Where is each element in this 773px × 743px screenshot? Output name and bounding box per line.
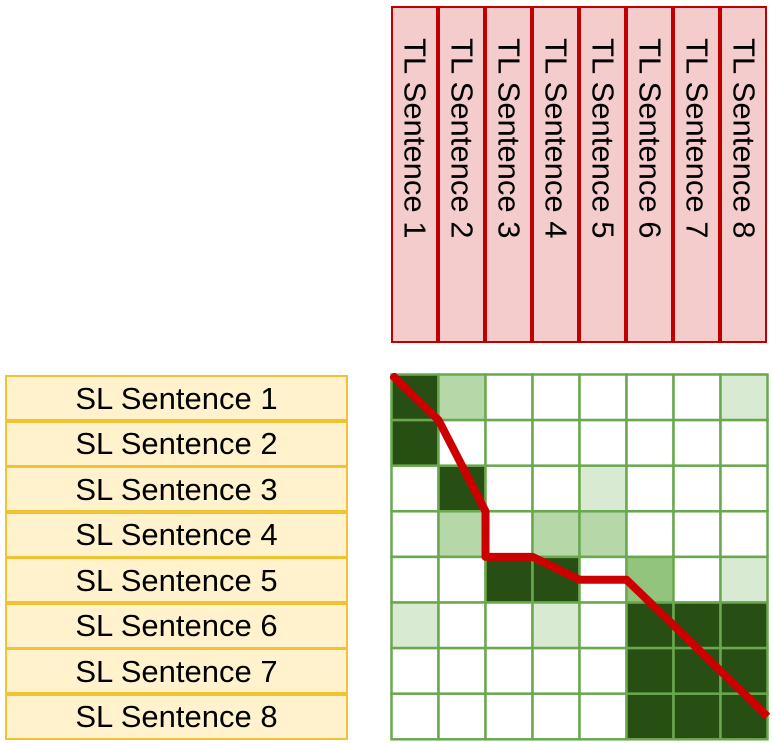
matrix-cell-r8-c2 (437, 692, 487, 741)
matrix-cell-r4-c8 (719, 510, 769, 559)
alignment-path (390, 373, 770, 720)
matrix-cell-r5-c8 (719, 555, 769, 604)
sl-label-4: SL Sentence 4 (5, 511, 348, 558)
tl-header-label: TL Sentence 1 (397, 38, 432, 239)
matrix-cell-r3-c6 (625, 464, 675, 513)
matrix-cell-r1-c5 (578, 373, 628, 422)
matrix-cell-r4-c6 (625, 510, 675, 559)
matrix-cell-r2-c8 (719, 418, 769, 467)
tl-header-2: TL Sentence 2 (438, 6, 485, 343)
tl-header-8: TL Sentence 8 (720, 6, 767, 343)
tl-header-5: TL Sentence 5 (579, 6, 626, 343)
matrix-cell-r5-c1 (390, 555, 440, 604)
matrix-cell-r6-c5 (578, 601, 628, 650)
matrix-cell-r7-c3 (484, 646, 534, 695)
matrix-cell-r1-c7 (672, 373, 722, 422)
matrix-cell-r6-c6 (625, 601, 675, 650)
tl-header-label: TL Sentence 5 (585, 38, 620, 239)
sl-label-1: SL Sentence 1 (5, 375, 348, 421)
matrix-cell-r5-c2 (437, 555, 487, 604)
matrix-cell-r4-c5 (578, 510, 628, 559)
tl-header-label: TL Sentence 6 (632, 38, 667, 239)
matrix-cell-r4-c4 (531, 510, 581, 559)
tl-sentence-headers: TL Sentence 1 TL Sentence 2 TL Sentence 3 T… (391, 6, 767, 343)
matrix-cell-r3-c5 (578, 464, 628, 513)
sl-label-8: SL Sentence 8 (5, 693, 348, 740)
matrix-cell-r8-c6 (625, 692, 675, 741)
tl-header-label: TL Sentence 2 (444, 38, 479, 239)
alignment-matrix (390, 373, 770, 741)
tl-header-label: TL Sentence 7 (679, 38, 714, 239)
matrix-cell-r7-c5 (578, 646, 628, 695)
matrix-cell-r8-c8 (719, 692, 769, 741)
matrix-cell-r3-c3 (484, 464, 534, 513)
tl-header-label: TL Sentence 8 (726, 38, 761, 239)
matrix-cell-r4-c3 (484, 510, 534, 559)
matrix-cell-r1-c2 (437, 373, 487, 422)
matrix-cell-r2-c4 (531, 418, 581, 467)
matrix-cell-r5-c3 (484, 555, 534, 604)
sl-label-5: SL Sentence 5 (5, 557, 348, 603)
matrix-cell-r7-c1 (390, 646, 440, 695)
matrix-cell-r6-c7 (672, 601, 722, 650)
matrix-cell-r6-c3 (484, 601, 534, 650)
sl-label-2: SL Sentence 2 (5, 420, 348, 467)
tl-header-1: TL Sentence 1 (391, 6, 438, 343)
matrix-cell-r8-c5 (578, 692, 628, 741)
matrix-cell-r2-c1 (390, 418, 440, 467)
matrix-cell-r3-c4 (531, 464, 581, 513)
matrix-cell-r7-c6 (625, 646, 675, 695)
tl-header-6: TL Sentence 6 (626, 6, 673, 343)
matrix-cell-r2-c6 (625, 418, 675, 467)
sl-label-6: SL Sentence 6 (5, 602, 348, 649)
matrix-cell-r3-c1 (390, 464, 440, 513)
tl-header-label: TL Sentence 4 (538, 38, 573, 239)
tl-header-7: TL Sentence 7 (673, 6, 720, 343)
matrix-cell-r7-c7 (672, 646, 722, 695)
sl-label-3: SL Sentence 3 (5, 466, 348, 512)
matrix-cell-r4-c2 (437, 510, 487, 559)
matrix-cell-r5-c7 (672, 555, 722, 604)
matrix-cell-r1-c6 (625, 373, 675, 422)
matrix-cell-r2-c7 (672, 418, 722, 467)
matrix-cell-r1-c3 (484, 373, 534, 422)
matrix-cell-r8-c4 (531, 692, 581, 741)
matrix-cell-r6-c1 (390, 601, 440, 650)
matrix-cell-r7-c4 (531, 646, 581, 695)
matrix-cell-r3-c7 (672, 464, 722, 513)
matrix-cell-r2-c3 (484, 418, 534, 467)
matrix-cell-r8-c7 (672, 692, 722, 741)
matrix-cell-r3-c8 (719, 464, 769, 513)
matrix-cell-r8-c1 (390, 692, 440, 741)
matrix-cell-r7-c2 (437, 646, 487, 695)
matrix-cell-r6-c8 (719, 601, 769, 650)
matrix-cell-r8-c3 (484, 692, 534, 741)
matrix-cell-r6-c2 (437, 601, 487, 650)
matrix-cell-r6-c4 (531, 601, 581, 650)
matrix-cell-r7-c8 (719, 646, 769, 695)
tl-header-3: TL Sentence 3 (485, 6, 532, 343)
sl-label-7: SL Sentence 7 (5, 648, 348, 694)
matrix-cell-r1-c8 (719, 373, 769, 422)
matrix-cell-r4-c1 (390, 510, 440, 559)
matrix-cell-r4-c7 (672, 510, 722, 559)
matrix-cell-r2-c5 (578, 418, 628, 467)
tl-header-label: TL Sentence 3 (491, 38, 526, 239)
matrix-cell-r5-c6 (625, 555, 675, 604)
matrix-cell-r1-c4 (531, 373, 581, 422)
tl-header-4: TL Sentence 4 (532, 6, 579, 343)
